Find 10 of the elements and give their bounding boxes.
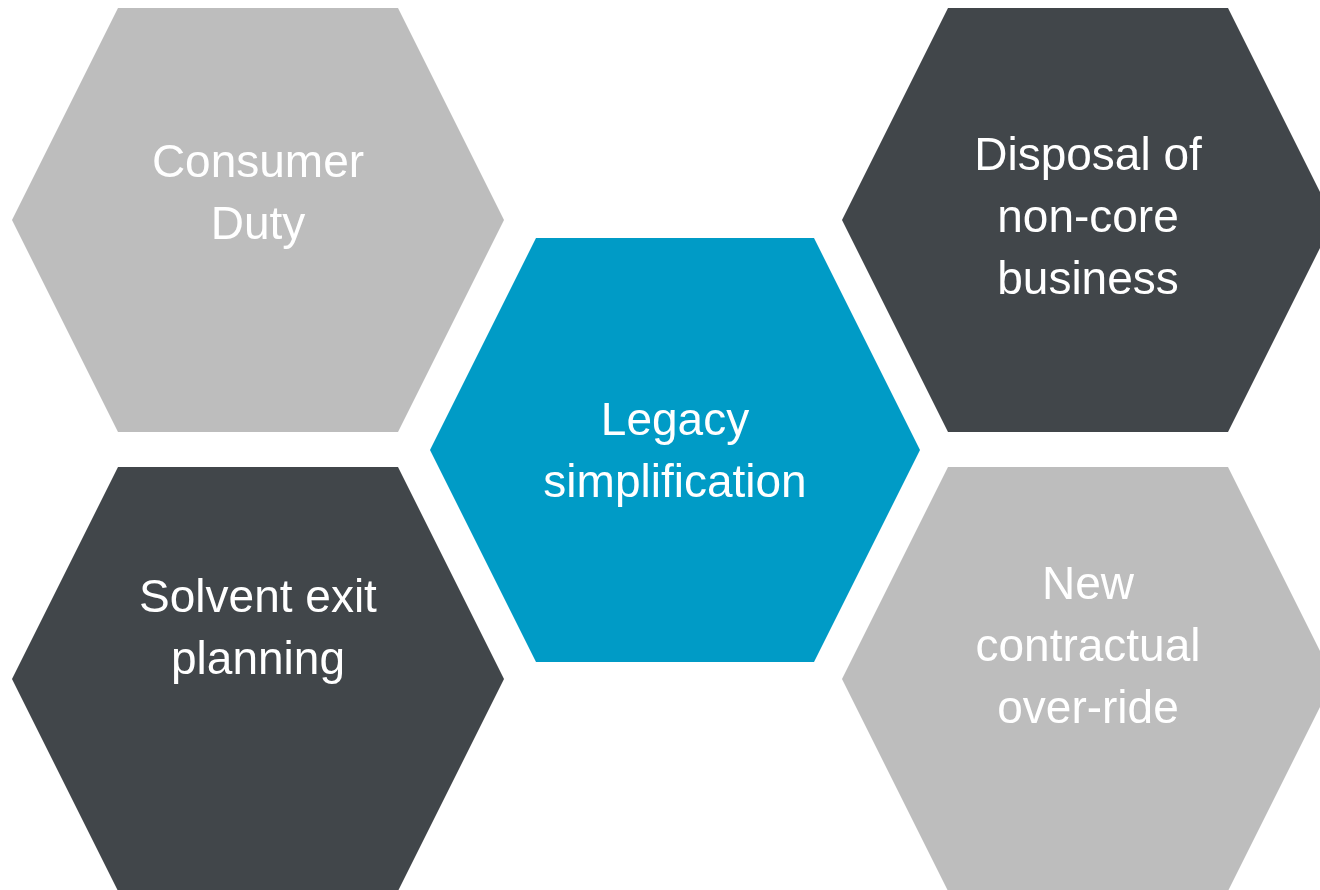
hexagon: [842, 467, 1320, 890]
hexagon: [12, 467, 504, 890]
hexagon: [430, 238, 920, 662]
hexagon-label: Solvent exit planning: [138, 569, 378, 686]
hexagon: [12, 8, 504, 432]
hexagon-label: Legacy simplification: [542, 392, 808, 509]
hexagon-label: New contractual over-ride: [974, 556, 1202, 735]
hexagon-label: Consumer Duty: [150, 134, 366, 251]
hexagon-label: Disposal of non-core business: [973, 127, 1203, 306]
hexagon: [842, 8, 1320, 432]
